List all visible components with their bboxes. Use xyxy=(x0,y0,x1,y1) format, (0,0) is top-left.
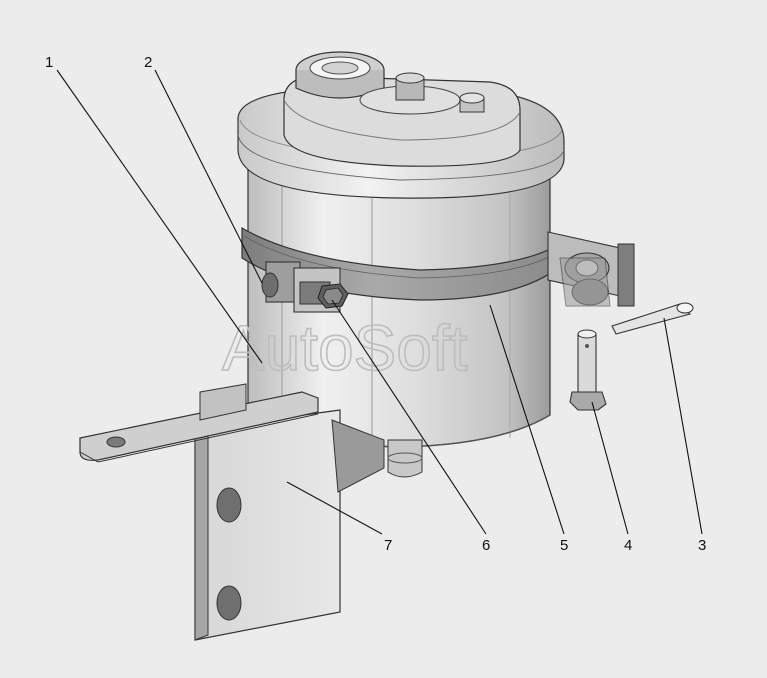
leader-line-2 xyxy=(154,69,263,284)
callout-3: 3 xyxy=(698,537,706,554)
callout-1: 1 xyxy=(45,54,53,71)
clamp-bolt-assembly xyxy=(261,261,349,313)
watermark-text: AutoSoft xyxy=(222,312,468,384)
callout-5: 5 xyxy=(560,537,568,554)
leader-line-4 xyxy=(591,401,629,535)
leader-lines xyxy=(56,69,703,535)
mounting-bracket xyxy=(79,383,385,641)
leader-line-3 xyxy=(663,317,703,535)
callout-4: 4 xyxy=(624,537,632,554)
leader-line-7 xyxy=(286,481,383,535)
cotter-pin xyxy=(611,302,694,335)
leader-line-1 xyxy=(56,69,263,364)
callout-6: 6 xyxy=(482,537,490,554)
callout-2: 2 xyxy=(144,54,152,71)
callout-7: 7 xyxy=(384,537,392,554)
leader-line-6 xyxy=(331,299,487,535)
leader-line-5 xyxy=(489,304,565,535)
pin xyxy=(569,329,607,411)
